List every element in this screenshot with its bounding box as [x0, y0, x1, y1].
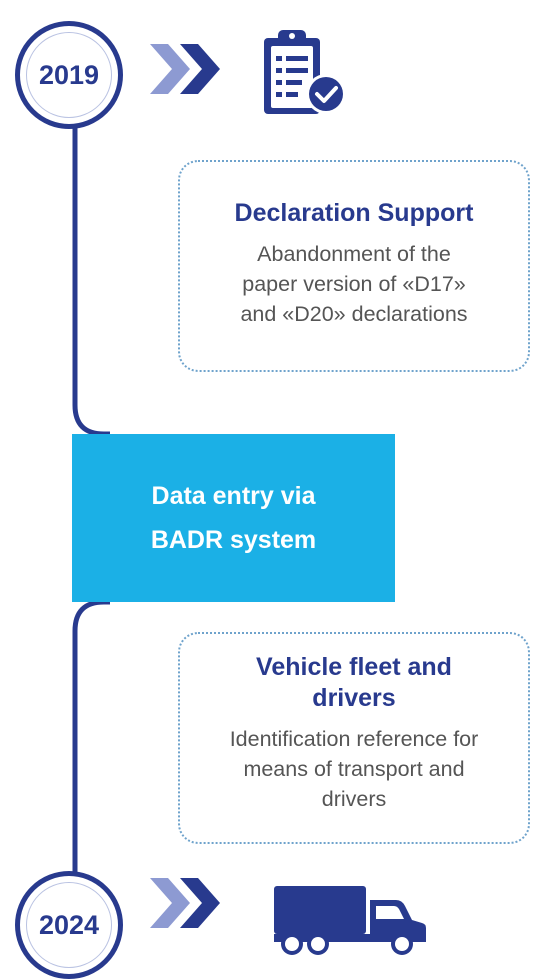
- year-2019-circle: 2019: [15, 21, 123, 129]
- card-body-line: and «D20» declarations: [240, 302, 468, 326]
- double-chevron-right-icon: [150, 878, 220, 928]
- clipboard-check-icon: [264, 30, 346, 114]
- box-line: Data entry via: [151, 482, 316, 510]
- vehicle-fleet-card: Vehicle fleet and drivers Identification…: [178, 632, 530, 844]
- truck-icon: [274, 886, 426, 955]
- card-title-line: drivers: [312, 684, 396, 712]
- year-2024-label: 2024: [26, 882, 112, 968]
- card-body: Identification reference for means of tr…: [180, 724, 528, 814]
- year-2024-circle: 2024: [15, 871, 123, 979]
- card-title: Vehicle fleet and drivers: [180, 652, 528, 714]
- declaration-support-card: Declaration Support Abandonment of the p…: [178, 160, 530, 372]
- double-chevron-right-icon: [150, 44, 220, 94]
- card-body-line: paper version of «D17»: [242, 272, 466, 296]
- card-body-line: drivers: [321, 787, 387, 811]
- card-body-line: means of transport and: [243, 757, 465, 781]
- card-body-line: Identification reference for: [229, 727, 479, 751]
- year-2019-label: 2019: [26, 32, 112, 118]
- card-body-line: Abandonment of the: [257, 242, 451, 266]
- card-title-line: Vehicle fleet and: [256, 653, 452, 681]
- card-title: Declaration Support: [234, 199, 474, 227]
- card-body: Abandonment of the paper version of «D17…: [180, 239, 528, 329]
- box-line: BADR system: [150, 526, 317, 554]
- badr-system-box: Data entry via BADR system: [72, 434, 395, 602]
